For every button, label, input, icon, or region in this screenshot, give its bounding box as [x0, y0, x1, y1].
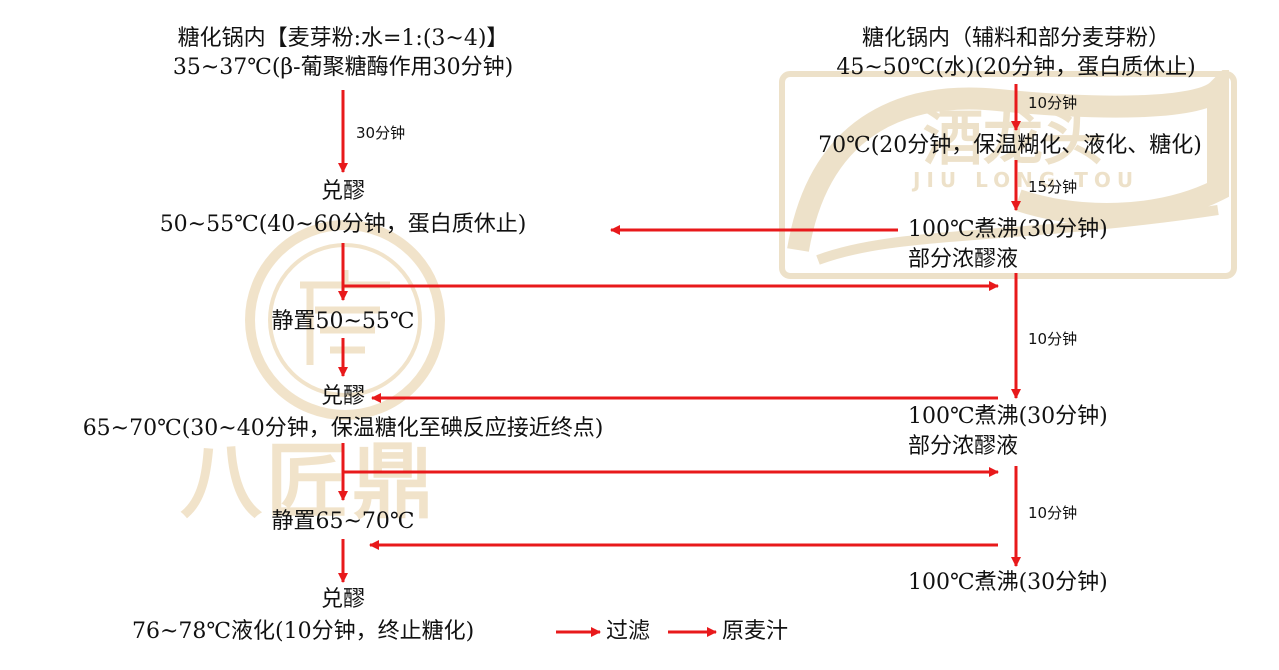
- left-rest2: 静置65~70℃: [271, 509, 415, 534]
- watermark-right: 酒龙头 ® JIU LONG TOU: [778, 63, 1238, 280]
- left-step1-label: 30分钟: [356, 124, 406, 142]
- right-label-4: 10分钟: [1028, 504, 1078, 522]
- left-rest1: 静置50~55℃: [271, 309, 415, 334]
- right-boil1-line1: 100℃煮沸(30分钟): [908, 217, 1108, 242]
- right-start-title: 糖化锅内（辅料和部分麦芽粉）: [861, 26, 1171, 51]
- watermark-brand: 酒龙头: [923, 104, 1103, 174]
- left-mash2-title: 兑醪: [320, 384, 366, 409]
- left-mash3-detail: 76~78℃液化(10分钟，终止糖化): [132, 619, 475, 644]
- right-label-1: 10分钟: [1028, 94, 1078, 112]
- right-boil2-line1: 100℃煮沸(30分钟): [908, 404, 1108, 429]
- right-start-detail: 45~50℃(水)(20分钟，蛋白质休止): [836, 55, 1196, 80]
- right-boil3: 100℃煮沸(30分钟): [908, 570, 1108, 595]
- left-start-detail: 35~37℃(β-葡聚糖酶作用30分钟): [172, 55, 514, 80]
- right-boil1-line2: 部分浓醪液: [908, 247, 1019, 272]
- watermark-left: 八匠鼎: [180, 215, 520, 530]
- right-label-3: 10分钟: [1028, 330, 1078, 348]
- left-mash3-title: 兑醪: [320, 587, 366, 612]
- left-mash1-title: 兑醪: [320, 179, 366, 204]
- right-boil2-line2: 部分浓醪液: [908, 434, 1019, 459]
- watermark-dragon-logo-icon: [779, 63, 1237, 279]
- wort-step: 原麦汁: [722, 619, 789, 644]
- right-liquefy: 70℃(20分钟，保温糊化、液化、糖化): [818, 133, 1202, 158]
- watermark-left-text: 八匠鼎: [180, 435, 439, 530]
- left-mash2-detail: 65~70℃(30~40分钟，保温糖化至碘反应接近终点): [82, 416, 604, 441]
- watermark-registered: ®: [1088, 95, 1108, 119]
- left-start-title: 糖化锅内【麦芽粉:水=1:(3~4)】: [177, 26, 509, 51]
- left-mash1-detail: 50~55℃(40~60分钟，蛋白质休止): [159, 212, 527, 237]
- right-label-2: 15分钟: [1028, 178, 1078, 196]
- filter-step: 过滤: [606, 619, 651, 644]
- watermark-pinyin: JIU LONG TOU: [913, 168, 1140, 192]
